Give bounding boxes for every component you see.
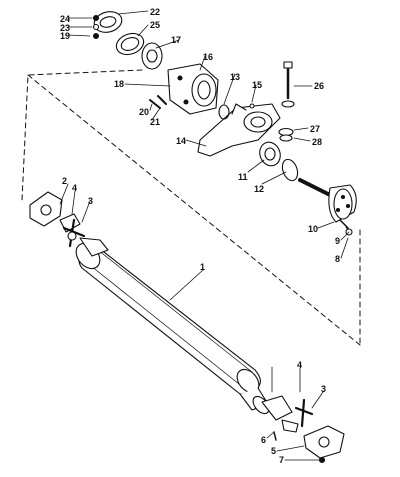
callout-25: 25 [150,20,161,30]
callout-1: 1 [200,262,206,272]
callout-3: 3 [88,196,94,206]
left-yoke-assembly [29,191,109,257]
leader-lines [59,10,350,461]
bearing-part [259,141,281,167]
bearing-17 [141,42,163,70]
callout-11: 11 [238,172,248,182]
callout-23: 23 [60,23,71,33]
callout-27: 27 [310,124,321,134]
callout-10: 10 [308,224,319,234]
callout-2: 2 [62,176,68,186]
callout-6: 6 [261,435,267,445]
callout-12: 12 [254,184,265,194]
callout-19: 19 [60,31,71,41]
callout-20: 20 [139,107,150,117]
callout-28: 28 [312,137,323,147]
callout-26: 26 [314,81,325,91]
callout-9: 9 [335,236,341,246]
callout-22: 22 [150,7,161,17]
hub-housing [167,63,219,115]
flange-shaft [298,178,357,236]
callout-4: 4 [72,183,78,193]
callout-18: 18 [114,79,125,89]
callout-15: 15 [252,80,263,90]
cap-22 [93,11,123,33]
callout-17: 17 [171,35,182,45]
callout-24: 24 [60,14,71,24]
callout-13: 13 [230,72,241,82]
center-bearing-bracket [197,103,281,157]
callout-4: 4 [297,360,303,370]
callout-16: 16 [203,52,214,62]
callout-8: 8 [335,254,341,264]
callout-5: 5 [271,446,277,456]
callout-14: 14 [176,136,187,146]
ring-13 [218,104,230,120]
callout-7: 7 [279,455,285,465]
callout-21: 21 [150,117,161,127]
shaft-tube [75,242,270,415]
assembly-guide-lines [21,69,361,346]
right-yoke-assembly [261,395,345,464]
callout-3: 3 [321,384,327,394]
